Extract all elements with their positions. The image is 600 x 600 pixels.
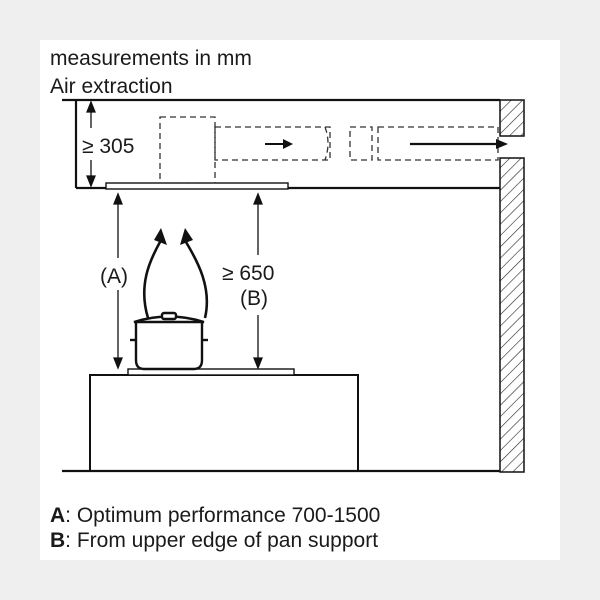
- cooking-pot-icon: [130, 311, 208, 371]
- steam-arrows: [142, 241, 209, 319]
- mode-title: Air extraction: [50, 75, 173, 98]
- counter-cabinet: [89, 374, 359, 472]
- dimension-a-label: (A): [100, 265, 128, 288]
- dimension-a: [113, 192, 123, 370]
- legend-a: A: Optimum performance 700-1500: [50, 505, 380, 526]
- pan-support: [127, 368, 295, 376]
- wall-hatch-upper: [499, 99, 525, 137]
- duct-airflow-arrows: [265, 139, 508, 149]
- units-note: measurements in mm: [50, 47, 252, 70]
- steam-arrowhead-left: [154, 228, 167, 245]
- ceiling-gap-value: ≥ 305: [82, 135, 134, 158]
- hood-plate: [105, 182, 289, 190]
- legend-a-key: A: [50, 504, 66, 527]
- dimension-b-label: (B): [240, 287, 268, 310]
- legend-b-key: B: [50, 529, 66, 552]
- steam-arrowhead-right: [180, 228, 193, 245]
- wall-hatch-lower: [499, 157, 525, 473]
- legend-b: B: From upper edge of pan support: [50, 530, 378, 551]
- dimension-b: [253, 192, 263, 370]
- legend-b-text: : From upper edge of pan support: [65, 529, 379, 552]
- dimension-b-value: ≥ 650: [222, 262, 274, 285]
- duct-system: [159, 116, 499, 184]
- ceiling-gap-dimension: [86, 100, 96, 188]
- legend-a-text: : Optimum performance 700-1500: [65, 504, 381, 527]
